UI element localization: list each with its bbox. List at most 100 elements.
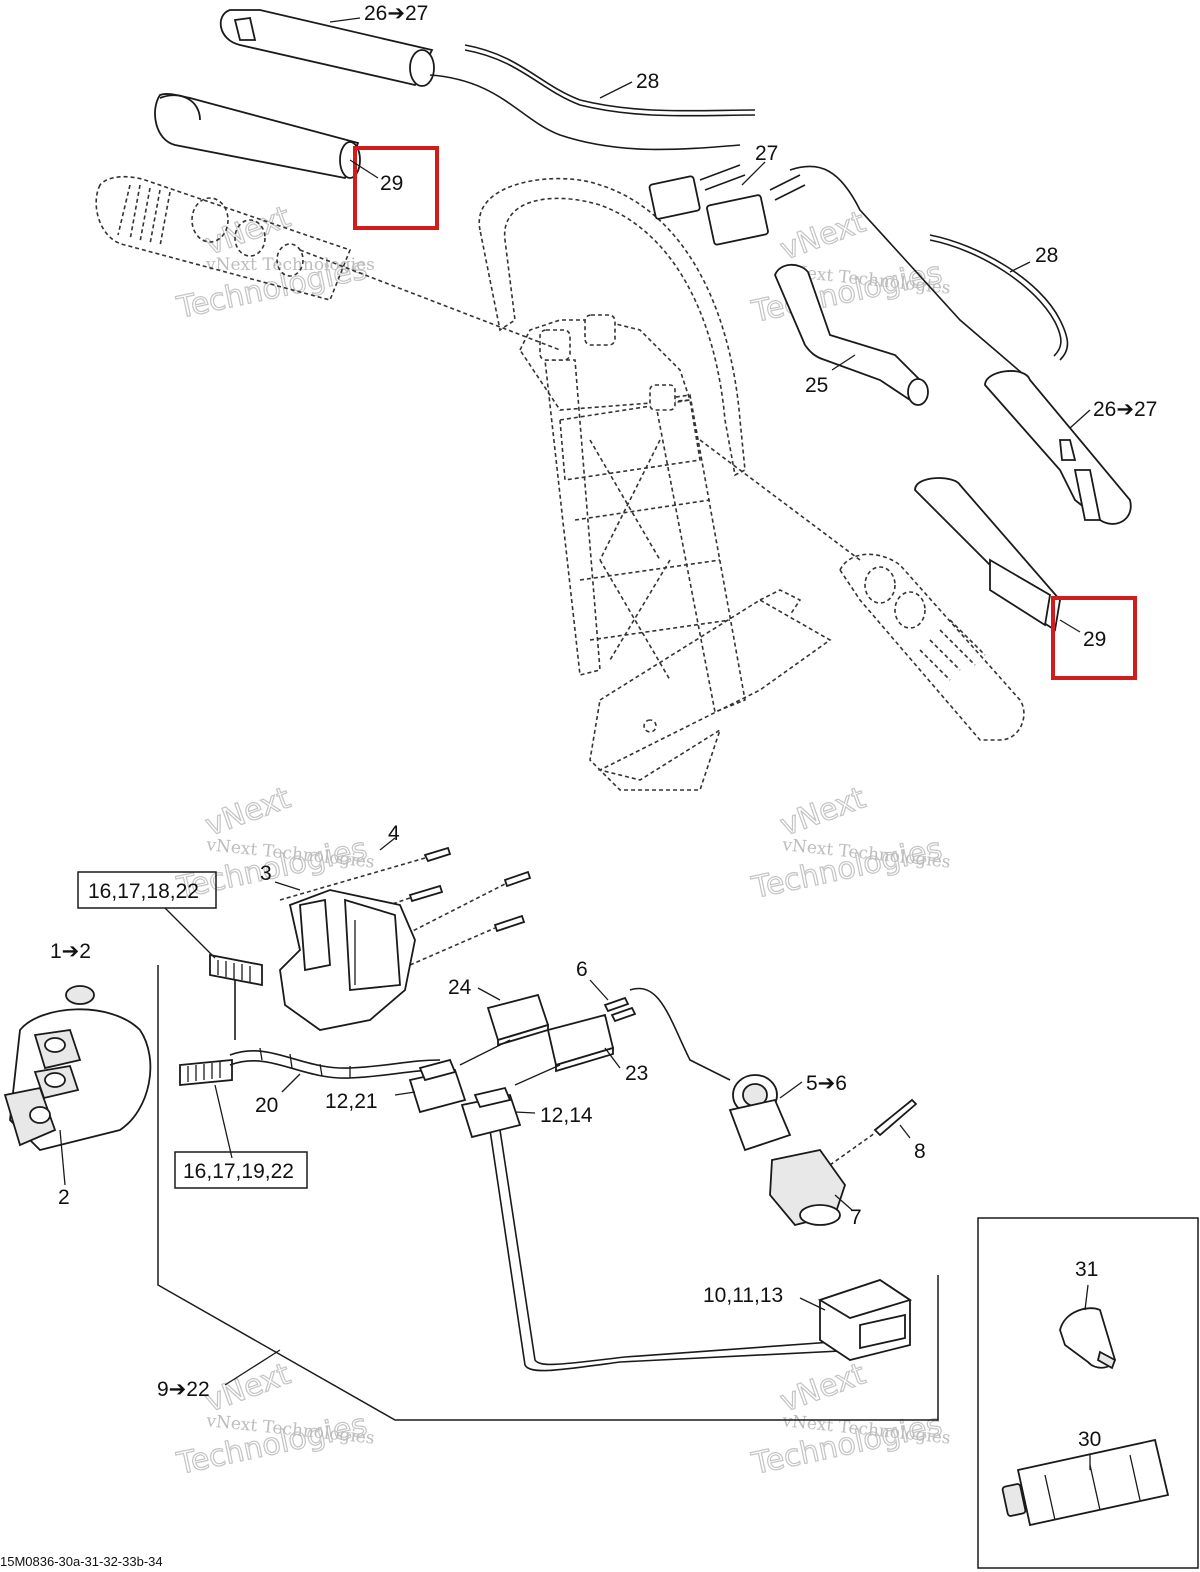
leader-28-top	[599, 81, 633, 99]
callout-1-2: 1➔2	[50, 940, 91, 963]
part-16-17-19-22-connector	[179, 1059, 233, 1086]
part-26-27-top	[219, 9, 435, 87]
callout-26-27-right: 26➔27	[1093, 398, 1157, 421]
leader-20	[281, 1073, 301, 1093]
handlebar-centerline-right	[699, 439, 861, 561]
callout-20: 20	[255, 1094, 278, 1117]
callout-5-6: 5➔6	[806, 1072, 847, 1095]
part-7-lever	[769, 1148, 846, 1227]
left-grip-outline	[95, 175, 352, 301]
callout-16-17-18-22: 16,17,18,22	[88, 880, 199, 903]
callout-26-27-top: 26➔27	[364, 2, 428, 25]
callout-28-right: 28	[1035, 244, 1058, 267]
callout-7: 7	[850, 1206, 862, 1229]
callout-3: 3	[260, 862, 272, 885]
leader-23	[604, 1047, 621, 1069]
part-27-connectors	[648, 164, 1031, 381]
part-24-connector	[486, 993, 550, 1047]
callout-9-22: 9➔22	[157, 1378, 210, 1401]
callout-31: 31	[1075, 1258, 1098, 1281]
part-12-21-connector	[408, 1058, 467, 1114]
svg-text:vNext Technologies: vNext Technologies	[205, 255, 375, 275]
leader-5-6	[779, 1081, 803, 1099]
part-1-2-switch-pod	[3, 985, 152, 1151]
leader-3	[274, 881, 301, 891]
svg-text:vNext: vNext	[776, 1357, 871, 1420]
leader-26-27-top	[329, 17, 361, 23]
right-grip-outline	[839, 553, 1025, 741]
leader-31	[1084, 1284, 1089, 1311]
callout-23: 23	[625, 1062, 648, 1085]
steering-column-outline	[478, 177, 832, 791]
callout-28-top: 28	[636, 70, 659, 93]
svg-text:vNext: vNext	[201, 1357, 296, 1420]
leader-29-left	[349, 159, 379, 179]
part-3-housing	[279, 889, 416, 1031]
svg-text:vNext: vNext	[201, 781, 296, 844]
leader-8	[899, 1124, 911, 1139]
part-26-27-right	[984, 370, 1132, 525]
leader-26-27-right	[1069, 409, 1091, 429]
part-31-clip	[1059, 1307, 1117, 1370]
leader-16-17-18-22	[164, 907, 216, 959]
part-10-11-13-box	[817, 1279, 913, 1361]
callout-29-right: 29	[1083, 628, 1106, 651]
part-28-wire-top	[464, 44, 756, 117]
part-30-tube	[1001, 1438, 1170, 1527]
part-29-sleeve-right	[914, 477, 1061, 632]
callout-16-17-19-22: 16,17,19,22	[183, 1160, 294, 1183]
leader-16-17-19-22	[214, 1084, 233, 1159]
accessory-box	[977, 1217, 1199, 1569]
part-23-connector	[546, 1013, 615, 1073]
callout-box-16-17-19-22	[174, 1151, 308, 1189]
arrow-24	[459, 1039, 511, 1066]
part-6-terminals	[603, 996, 637, 1023]
callout-2: 2	[58, 1186, 70, 1209]
watermark-top-right: vNext Technologies vNext Technologies	[748, 204, 952, 331]
assembly-9-22-outline	[157, 965, 939, 1421]
part-28-wire-right	[929, 234, 1069, 361]
svg-text:vNext: vNext	[776, 781, 871, 844]
svg-text:vNext: vNext	[201, 200, 296, 263]
leader-7	[834, 1194, 853, 1211]
leader-6	[589, 979, 609, 1001]
part-16-17-18-22-connector	[209, 953, 263, 1040]
part-29-sleeve-left	[154, 93, 361, 180]
watermark-middle-left: vNext Technologies vNext Technologies	[173, 780, 376, 907]
leader-9-22	[224, 1349, 281, 1386]
callout-8: 8	[914, 1140, 926, 1163]
callout-30: 30	[1078, 1428, 1101, 1451]
highlight-box-29-right	[1051, 596, 1137, 680]
leader-12-14	[514, 1111, 536, 1114]
leader-27	[741, 161, 766, 186]
diagram-reference: 15M0836-30a-31-32-33b-34	[0, 1554, 163, 1569]
callout-box-16-17-18-22	[77, 871, 217, 909]
callout-6: 6	[576, 958, 588, 981]
arrow-23	[514, 1064, 561, 1086]
part-25-element	[774, 263, 929, 406]
callout-25: 25	[805, 374, 828, 397]
part-5-6-switch	[728, 1074, 792, 1152]
part-20-harness	[229, 1047, 861, 1372]
leader-24	[477, 987, 501, 1001]
callout-4: 4	[388, 822, 400, 845]
leader-4	[379, 837, 396, 851]
watermark-bottom-left: vNext Technologies vNext Technologies	[173, 1356, 376, 1483]
leader-29-right	[1059, 619, 1081, 633]
callout-24: 24	[448, 976, 472, 999]
connector-wire	[429, 74, 741, 151]
callout-12-14: 12,14	[540, 1104, 593, 1127]
switch-wire	[629, 987, 731, 1081]
callout-10-11-13: 10,11,13	[703, 1284, 783, 1307]
leader-12-21	[394, 1091, 416, 1096]
callout-27: 27	[755, 142, 778, 165]
highlight-box-29-left	[353, 146, 439, 230]
watermark-middle-right: vNext Technologies vNext Technologies	[748, 780, 952, 907]
svg-text:vNext: vNext	[776, 205, 871, 268]
part-8-pin	[829, 1098, 918, 1166]
leader-2	[59, 1129, 66, 1186]
leader-25	[831, 354, 856, 371]
callout-12-21: 12,21	[325, 1090, 378, 1113]
leader-28-right	[1009, 261, 1031, 273]
